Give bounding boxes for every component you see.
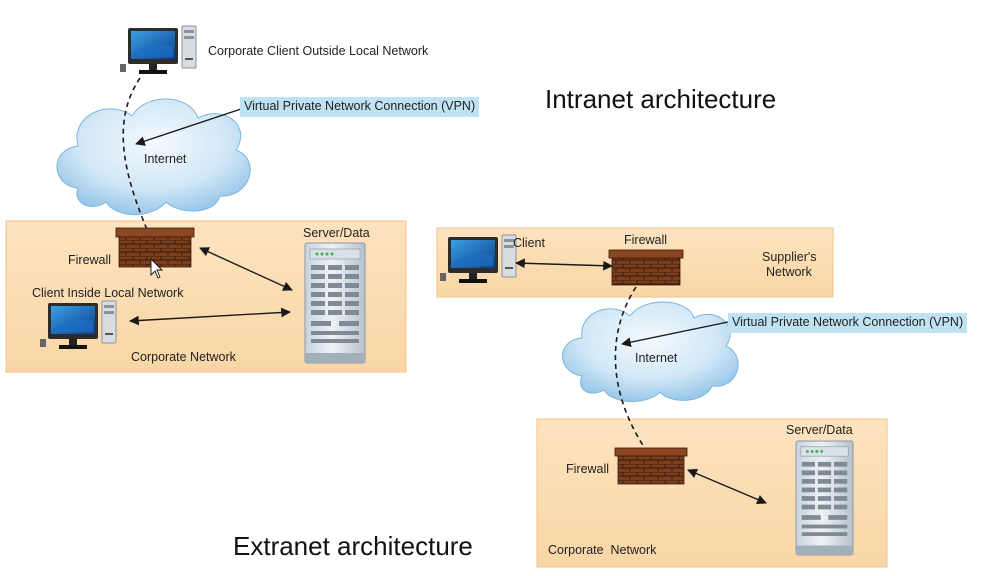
intranet-inside-client-label: Client Inside Local Network — [32, 286, 184, 300]
intranet-firewall-icon — [115, 227, 195, 268]
intranet-server-icon — [304, 242, 366, 364]
extranet-supplier-label-line2: Network — [766, 265, 812, 279]
extranet-firewall-server-arrow — [687, 468, 767, 505]
extranet-internet-label: Internet — [635, 351, 678, 365]
extranet-supplier-label-line1: Supplier's — [762, 250, 817, 264]
extranet-vpn-label: Virtual Private Network Connection (VPN) — [728, 313, 968, 333]
intranet-internet-cloud — [56, 98, 251, 216]
intranet-firewall-label: Firewall — [68, 253, 112, 267]
extranet-client-label: Client — [513, 236, 545, 250]
intranet-vpn-pointer-arrow — [135, 107, 245, 146]
extranet-top-firewall-label: Firewall — [624, 233, 668, 247]
intranet-outside-client-computer-icon — [119, 25, 197, 75]
intranet-server-label: Server/Data — [303, 226, 370, 240]
intranet-corporate-network-label: Corporate Network — [131, 350, 236, 364]
extranet-client-firewall-arrow — [515, 258, 613, 271]
extranet-vpn-pointer-arrow — [621, 321, 729, 348]
extranet-bottom-firewall-icon — [614, 447, 688, 485]
intranet-client-server-arrow — [129, 307, 291, 326]
intranet-internet-label: Internet — [144, 152, 187, 166]
intranet-vpn-dashed-path — [122, 77, 149, 233]
extranet-bottom-firewall-label: Firewall — [566, 462, 610, 476]
extranet-vpn-dashed-path — [614, 286, 647, 451]
intranet-vpn-label: Virtual Private Network Connection (VPN) — [240, 97, 480, 117]
extranet-architecture-title: Extranet architecture — [233, 531, 473, 561]
extranet-top-firewall-icon — [608, 249, 684, 286]
extranet-server-label: Server/Data — [786, 423, 853, 437]
extranet-internet-cloud — [562, 301, 739, 403]
extranet-server-icon — [795, 440, 854, 556]
intranet-firewall-server-arrow — [199, 247, 293, 291]
intranet-outside-client-label: Corporate Client Outside Local Network — [208, 44, 429, 58]
intranet-architecture-title: Intranet architecture — [545, 84, 777, 114]
extranet-corporate-network-label: Corporate Network — [548, 543, 657, 557]
mouse-cursor-icon — [150, 257, 164, 279]
